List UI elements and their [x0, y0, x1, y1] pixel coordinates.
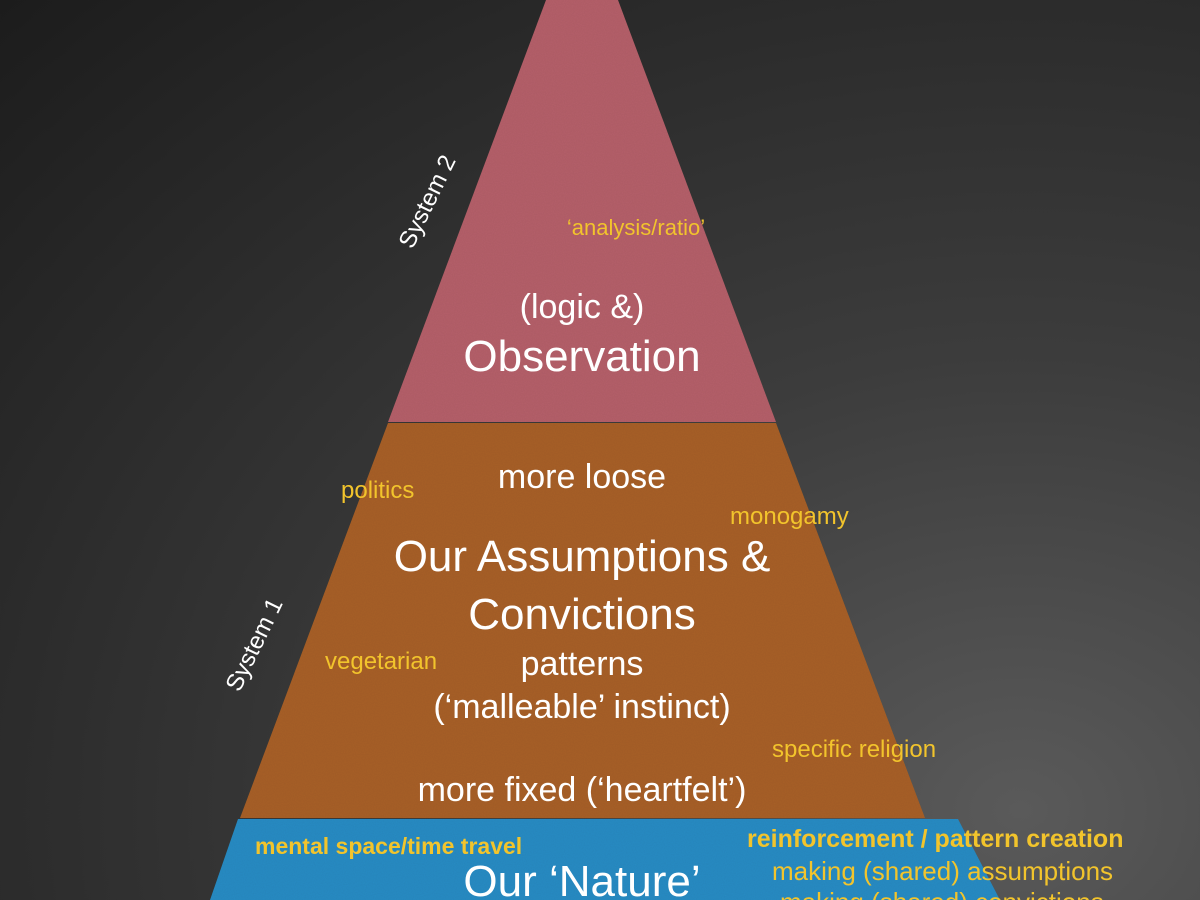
politics-example: politics — [341, 477, 415, 504]
monogamy-example: monogamy — [730, 503, 849, 530]
pyramid-top-layer — [388, 0, 776, 422]
our-nature-title: Our ‘Nature’ — [463, 857, 701, 900]
patterns-label: patterns — [520, 645, 644, 683]
logic-subtitle: (logic &) — [519, 288, 645, 326]
shared-convictions-line: making (shared) convictions — [780, 889, 1104, 900]
more-fixed-label: more fixed (‘heartfelt’) — [417, 771, 747, 809]
mental-time-travel-note: mental space/time travel — [255, 833, 523, 859]
pyramid-bottom-layer — [210, 819, 1000, 900]
assumptions-title: Our Assumptions & — [393, 532, 771, 581]
pyramid-middle-layer — [240, 423, 925, 818]
shared-assumptions-line: making (shared) assumptions — [772, 856, 1114, 886]
observation-title: Observation — [463, 332, 701, 381]
vegetarian-example: vegetarian — [325, 648, 438, 675]
analysis-ratio-note: ‘analysis/ratio’ — [566, 215, 706, 240]
more-loose-label: more loose — [497, 458, 667, 496]
reinforcement-heading: reinforcement / pattern creation — [747, 825, 1124, 853]
convictions-title: Convictions — [468, 590, 696, 639]
malleable-instinct-label: (‘malleable’ instinct) — [433, 688, 731, 726]
specific-religion-example: specific religion — [772, 736, 937, 763]
